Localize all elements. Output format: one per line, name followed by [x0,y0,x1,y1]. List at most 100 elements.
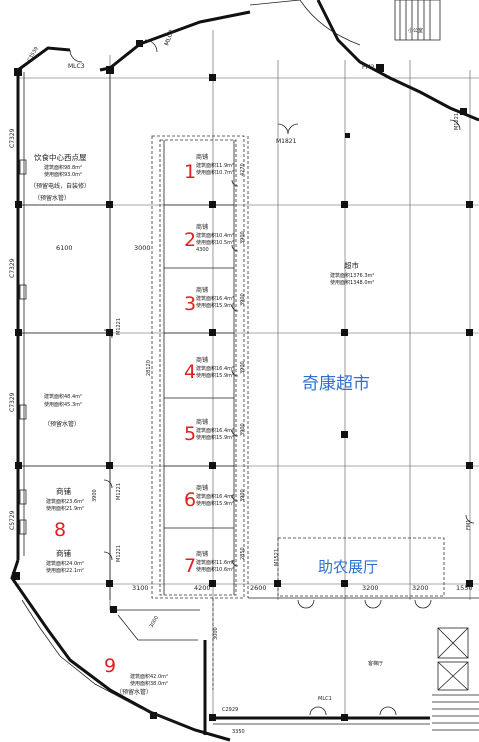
shop-6: 商铺 建筑面积16.4m² 使用面积15.9m² 6 [184,484,234,511]
window-tag: C7329 [9,392,16,412]
supermarket-room: 超市 建筑面积1376.3m² 使用面积1348.0m² [330,260,374,286]
door-tag: MLC2 [163,29,175,47]
dimension: 3350 [232,729,245,735]
door-tag: FM2 [362,64,375,71]
shop-9: 建筑面积42.0m² 使用面积38.0m² （预留水管） [116,673,168,696]
dimension: 3000 [213,627,219,640]
stair-bottom-right [432,627,479,731]
room-area: 建筑面积23.6m² [46,498,84,505]
room-area: 建筑面积1376.3m² [330,272,374,279]
room-area: 使用面积15.9m² [196,434,234,441]
room-title: 商铺 [196,418,208,426]
room-title: 商铺 [196,484,208,492]
room-area: 使用面积15.9m² [196,372,234,379]
shop-number: 2 [184,229,196,251]
room-title: 商铺 [196,286,208,294]
room-label: 客梯厅 [368,660,383,667]
room-area: 使用面积10.5m² [196,239,234,246]
dimension: 3000 [149,615,161,629]
shop-number: 5 [184,423,196,445]
shop-7: 商铺 建筑面积11.6m² 使用面积10.6m² 7 [184,550,234,577]
dimension: 1550 [456,584,473,592]
dimension: 3900 [240,489,246,502]
dimension: 2600 [250,584,267,592]
room-area: 建筑面积11.9m² [196,162,234,169]
window-tag: C7329 [9,128,16,148]
room-note: （预留水管） [34,194,70,202]
room-note: （预留电线，自装修） [30,182,90,190]
dimension: 28120 [146,360,152,376]
shop-5: 商铺 建筑面积16.4m² 使用面积15.9m² 5 [184,418,234,445]
room-area: 使用面积45.3m² [44,401,82,408]
room-title: 饮食中心西点屋 [34,152,87,162]
door-tag: M1221 [116,483,122,500]
door-tag: M1221 [454,113,460,130]
dimension: 4300 [196,247,209,253]
room-title: 商铺 [196,550,208,558]
door-tag: MLC3 [68,63,85,70]
shop-8b: 商铺 建筑面积24.0m² 使用面积22.1m² [46,548,84,574]
shop-4: 商铺 建筑面积16.4m² 使用面积15.9m² 4 [184,356,234,383]
room-title: 商铺 [56,486,71,496]
dimension: 3000 [134,244,151,252]
shop-strip [151,135,249,599]
stair-top-right [249,0,441,46]
shop-8a: 商铺 建筑面积23.6m² 使用面积21.9m² [46,486,84,512]
dimension: 3900 [240,231,246,244]
door-tag: M1521 [274,549,280,566]
shop-number: 3 [184,293,196,315]
dimension: 3200 [412,584,429,592]
door-tag: M1821 [276,138,297,145]
shop-number: 9 [104,655,116,677]
room-label: 小公室 [408,27,423,34]
dimension: 3900 [240,361,246,374]
mid-left-room: 建筑面积48.4m² 使用面积45.3m² （预留水管） [44,393,82,428]
room-area: 使用面积22.1m² [46,567,84,574]
room-title: 商铺 [56,548,71,558]
room-area: 建筑面积16.4m² [196,427,234,434]
room-title: 超市 [344,260,359,270]
room-area: 使用面积15.9m² [196,500,234,507]
dimension: 4270 [240,163,246,176]
dimension: 6100 [56,244,73,252]
room-area: 使用面积15.9m² [196,302,234,309]
room-area: 使用面积93.0m² [44,171,82,178]
columns [12,40,473,721]
room-area: 建筑面积16.4m² [196,295,234,302]
door-tag: MLC1 [318,696,332,702]
window-tag: C2929 [222,707,238,713]
shop-3: 商铺 建筑面积16.4m² 使用面积15.9m² 3 [184,286,234,315]
door-swings [69,39,475,716]
window-tag: C5729 [9,510,16,530]
shop-number: 6 [184,489,196,511]
room-note: （预留水管） [116,688,152,696]
supermarket-name: 奇康超市 [302,374,370,394]
left-partitions [18,159,110,535]
canteen-room: 饮食中心西点屋 建筑面积98.8m² 使用面积93.0m² （预留电线，自装修）… [30,152,90,202]
room-area: 建筑面积16.4m² [196,365,234,372]
door-tag: FM1 [466,520,472,530]
dimension: 3200 [362,584,379,592]
room-area: 使用面积10.7m² [196,169,234,176]
door-tag: M1221 [116,545,122,562]
exhibition-hall-boundary [248,537,479,599]
door-tag: M1221 [116,318,122,335]
room-area: 使用面积1348.0m² [330,279,374,286]
room-area: 建筑面积42.0m² [130,673,168,680]
window-tag: C7329 [9,258,16,278]
room-area: 使用面积21.9m² [46,505,84,512]
dimension: 3900 [240,423,246,436]
dimension: 3900 [92,489,98,502]
room-area: 建筑面积16.4m² [196,493,234,500]
dimension: 4200 [194,584,211,592]
room-title: 商铺 [196,356,208,364]
room-area: 建筑面积24.0m² [46,560,84,567]
dimension: 2850 [240,547,246,560]
room-title: 商铺 [196,223,208,231]
room-note: （预留水管） [44,420,80,428]
shop-2: 商铺 建筑面积10.4m² 使用面积10.5m² 2 [184,223,234,251]
room-area: 建筑面积98.8m² [44,164,82,171]
bottom-walls [110,598,430,735]
room-area: 建筑面积11.6m² [196,559,234,566]
